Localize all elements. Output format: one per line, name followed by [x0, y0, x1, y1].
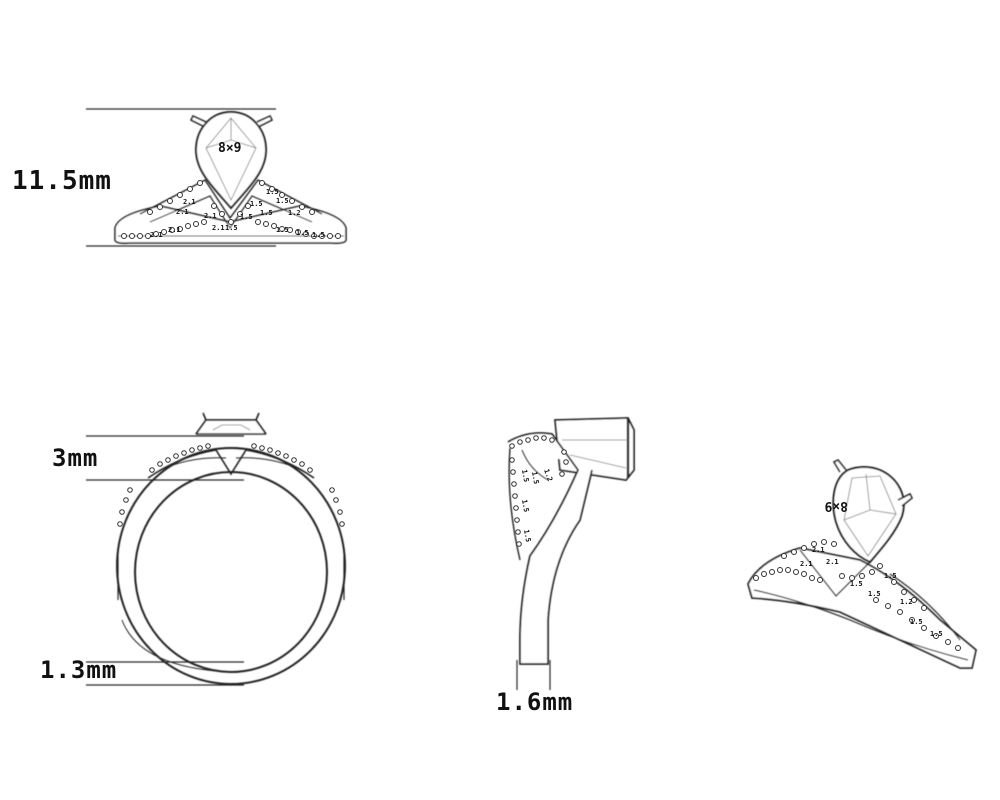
- persp-label-5: 1.5: [868, 590, 881, 598]
- profile-label-5: 1.5: [522, 529, 532, 543]
- band-width-dimension-label: 1.6mm: [496, 688, 574, 716]
- persp-label-3: 2.1: [826, 558, 839, 566]
- label-right-6: 1.5: [225, 224, 238, 232]
- persp-label-1: 2.1: [812, 546, 825, 554]
- persp-label-9: 1.5: [930, 630, 943, 638]
- label-right-2: 1.5: [276, 197, 289, 205]
- profile-label-1: 1.5: [520, 469, 530, 483]
- profile-view: [507, 417, 635, 690]
- band-thickness-dimension-label: 1.3mm: [40, 656, 118, 684]
- persp-label-2: 2.1: [800, 560, 813, 568]
- label-left-3: 2.1: [204, 212, 217, 220]
- profile-accent-size-labels: 1.5 1.5 1.2 1.5 1.5: [520, 468, 554, 543]
- side-ring-inner: [134, 471, 328, 673]
- label-left-4: 2.1: [168, 226, 181, 234]
- head-height-dimension-label: 3mm: [52, 444, 99, 472]
- profile-label-2: 1.5: [530, 471, 540, 485]
- label-mid-1: 1.2: [288, 209, 301, 217]
- persp-label-6: 1.5: [884, 572, 897, 580]
- perspective-accent-size-labels: 2.1 2.1 2.1 1.5 1.5 1.5 1.2 1.5 1.5: [800, 546, 943, 638]
- height-dimension-label: 11.5mm: [12, 166, 112, 196]
- label-right-9: 1.5: [312, 231, 325, 239]
- profile-stone: [554, 417, 635, 481]
- perspective-pear-stone: [832, 466, 905, 564]
- profile-accent-stones: [509, 435, 569, 547]
- label-right-4: 1.5: [260, 209, 273, 217]
- front-pear-stone: [194, 110, 268, 210]
- side-view: [86, 412, 346, 686]
- profile-label-4: 1.5: [520, 499, 530, 513]
- persp-label-8: 1.5: [910, 618, 923, 626]
- label-right-5: 1.5: [240, 213, 253, 221]
- side-accent-stones: [117, 443, 345, 527]
- front-accent-size-labels: 2.1 2.1 2.1 2.1 2.1 2.1 1.5 1.5 1.5 1.5 …: [150, 188, 325, 239]
- profile-band: [507, 432, 593, 665]
- label-right-3: 1.5: [250, 200, 263, 208]
- label-right-1: 1.5: [266, 188, 279, 196]
- persp-label-4: 1.5: [850, 580, 863, 588]
- side-ring-outer: [116, 447, 346, 685]
- label-left-2: 2.1: [176, 208, 189, 216]
- label-right-8: 1.5: [296, 229, 309, 237]
- perspective-band: [747, 547, 977, 669]
- label-left-6: 2.1: [212, 224, 225, 232]
- persp-label-7: 1.2: [900, 598, 913, 606]
- label-left-1: 2.1: [183, 198, 196, 206]
- profile-label-3: 1.2: [542, 468, 554, 483]
- front-accent-stones: [121, 180, 341, 239]
- front-stone-size-label: 8×9: [218, 141, 241, 156]
- label-right-7: 1.5: [276, 226, 289, 234]
- perspective-stone-size-label: 8×9: [825, 498, 848, 513]
- perspective-accent-stones: [753, 539, 961, 651]
- label-left-5: 2.1: [150, 231, 163, 239]
